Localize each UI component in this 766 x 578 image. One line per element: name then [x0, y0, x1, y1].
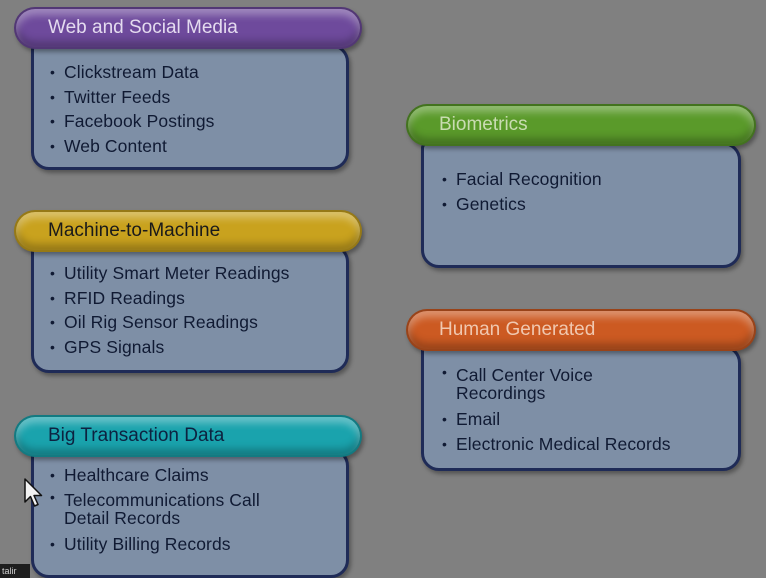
list-item: Utility Billing Records [50, 532, 310, 557]
item-list: Clickstream Data Twitter Feeds Facebook … [50, 60, 340, 158]
group-title: Web and Social Media [48, 17, 238, 38]
group-title-pill: Web and Social Media [14, 7, 362, 49]
list-item: Email [442, 407, 732, 432]
group-title: Machine-to-Machine [48, 220, 221, 241]
list-item: Clickstream Data [50, 60, 340, 85]
mouse-pointer-icon [24, 478, 43, 507]
group-title: Biometrics [439, 114, 528, 135]
group-title-pill: Biometrics [406, 104, 756, 146]
list-item: Twitter Feeds [50, 85, 340, 110]
item-list: Facial Recognition Genetics [442, 167, 722, 216]
list-item: Genetics [442, 192, 722, 217]
list-item: Oil Rig Sensor Readings [50, 310, 350, 335]
list-item: Facial Recognition [442, 167, 722, 192]
list-item: Healthcare Claims [50, 463, 310, 488]
list-item: Utility Smart Meter Readings [50, 261, 350, 286]
list-item: Electronic Medical Records [442, 432, 732, 457]
corner-label: talir [0, 564, 30, 578]
list-item: Facebook Postings [50, 109, 340, 134]
list-item: Web Content [50, 134, 340, 159]
group-title-pill: Big Transaction Data [14, 415, 362, 457]
list-item: GPS Signals [50, 335, 350, 360]
item-list: Call Center Voice Recordings Email Elect… [442, 363, 732, 456]
group-title: Big Transaction Data [48, 425, 225, 446]
item-list: Utility Smart Meter Readings RFID Readin… [50, 261, 350, 359]
item-list: Healthcare Claims Telecommunications Cal… [50, 463, 310, 556]
list-item: Telecommunications Call Detail Records [50, 488, 310, 532]
list-item: RFID Readings [50, 286, 350, 311]
list-item: Call Center Voice Recordings [442, 363, 636, 407]
group-title: Human Generated [439, 319, 596, 340]
group-title-pill: Machine-to-Machine [14, 210, 362, 252]
group-title-pill: Human Generated [406, 309, 756, 351]
